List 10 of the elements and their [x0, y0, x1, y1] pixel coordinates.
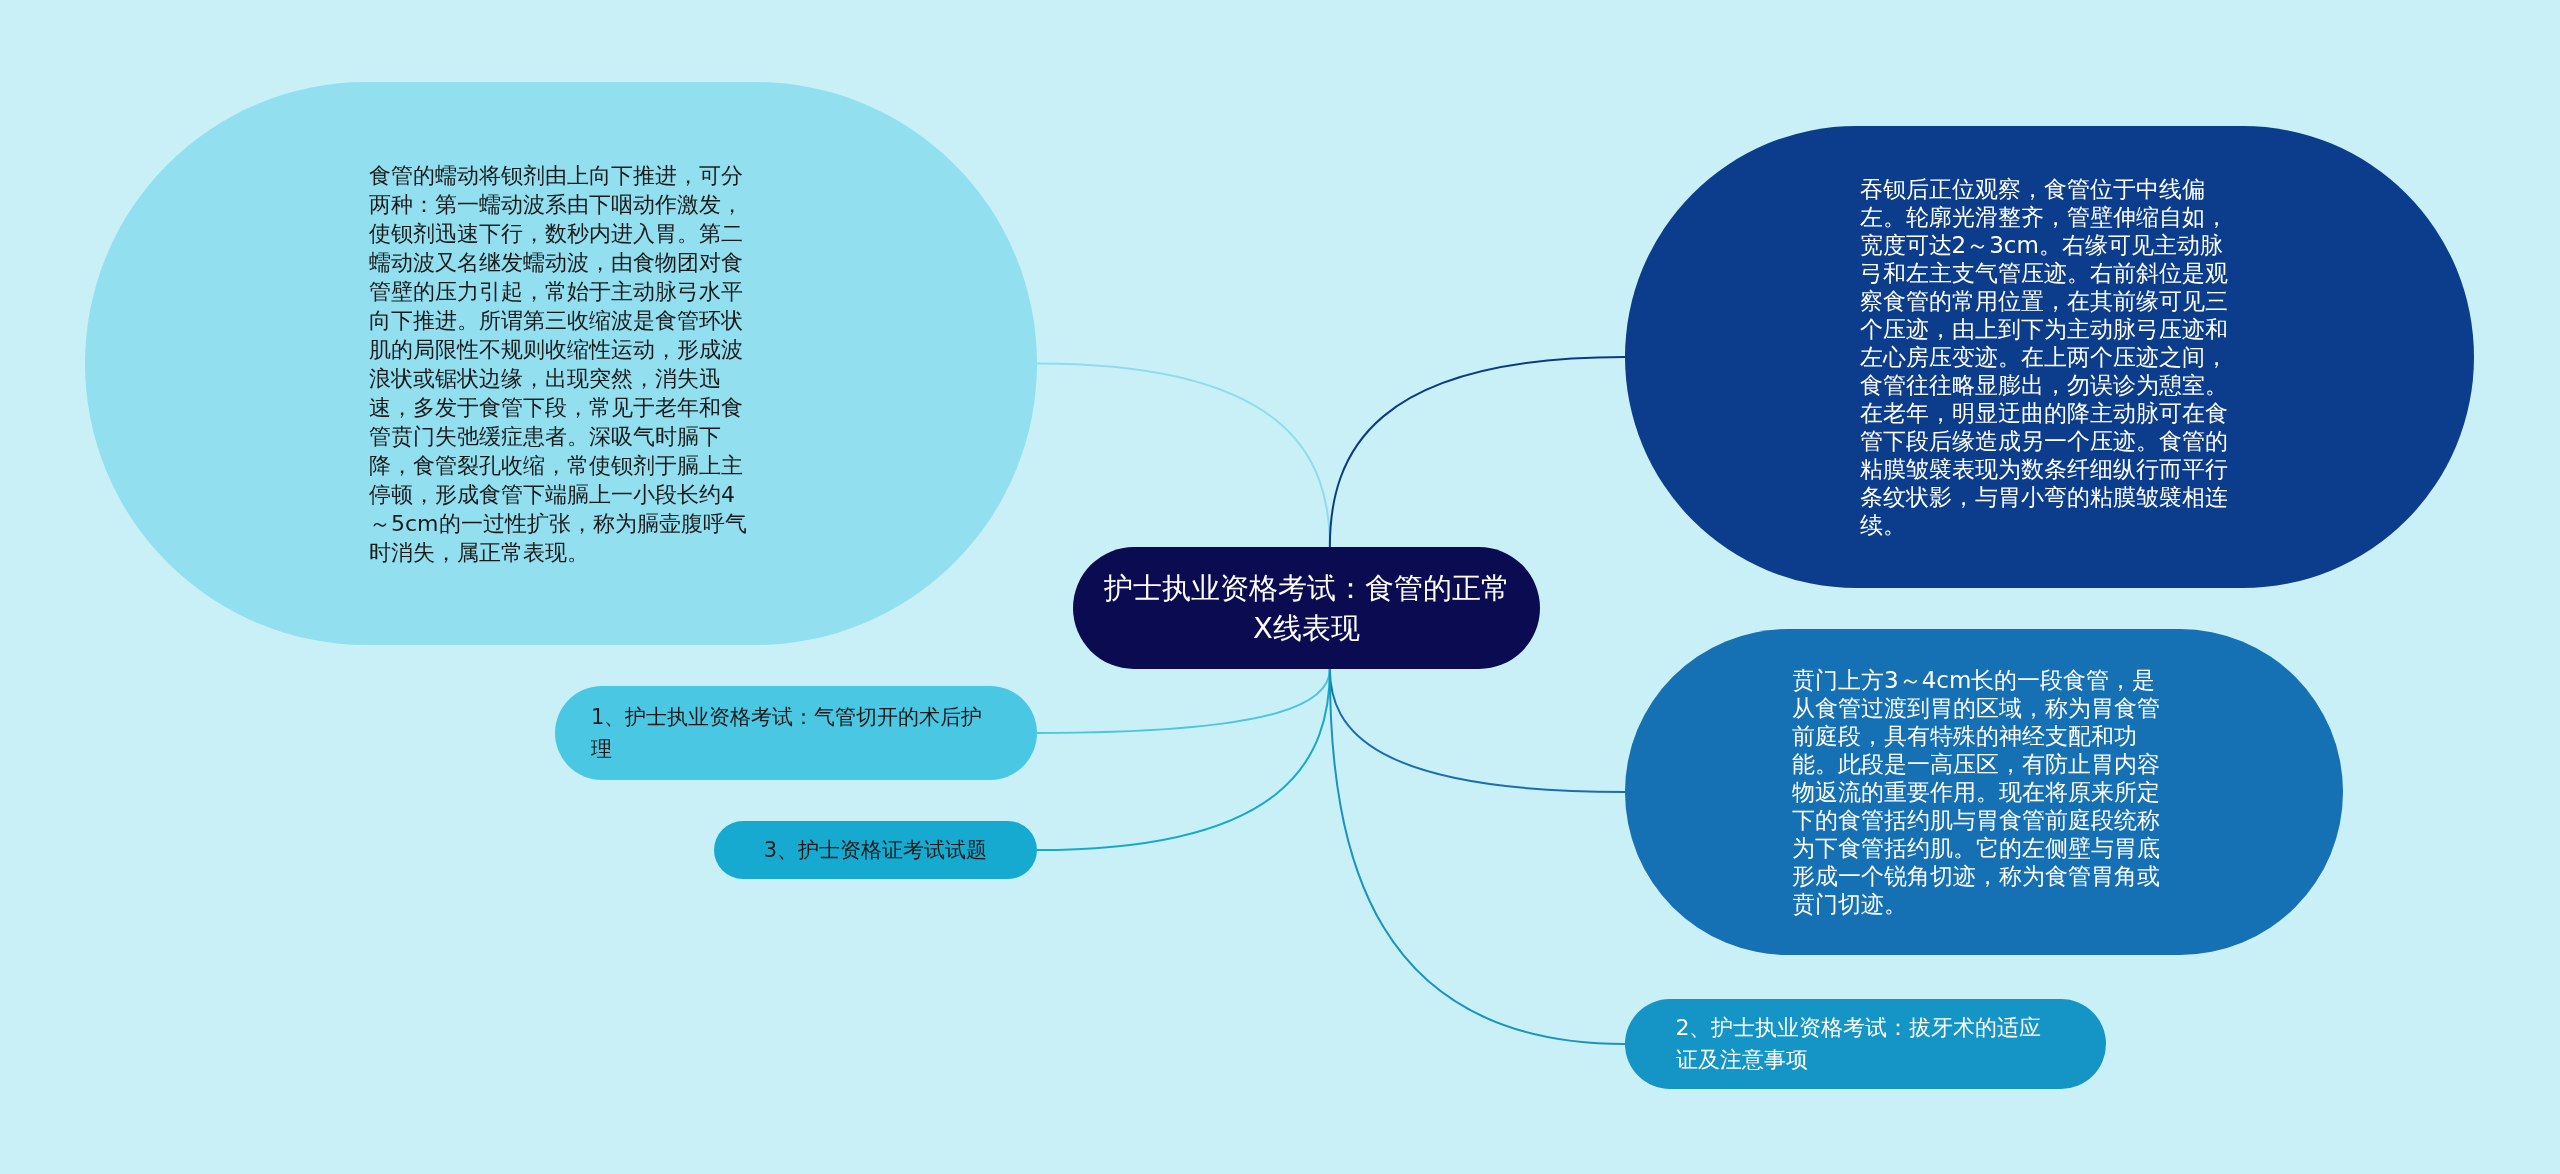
- node-text: 贲门上方3～4cm长的一段食管，是从食管过渡到胃的区域，称为胃食管前庭段，具有特殊的神经支配和功能。此段是一高压区，有防止胃内容物返流的重要作用。现在将原来所定下的食管括约肌与胃食管前庭段统称为下食管括约肌。它的左侧壁与胃底形成一个锐角切迹，称为食管胃角或贲门切迹。: [1792, 666, 2161, 918]
- branch-connector: [1328, 356, 1626, 548]
- node-text: 护士执业资格考试：食管的正常X线表现: [1102, 570, 1511, 647]
- node-text: 吞钡后正位观察，食管位于中线偏左。轮廓光滑整齐，管壁伸缩自如，宽度可达2～3cm。右缘可见主动脉弓和左主支气管压迹。右前斜位是观察食管的常用位置，在其前缘可见三个压迹，由上到下为主动脉弓压迹和左心房压变迹。在上两个压迹之间，食管往往略显膨出，勿误诊为憩室。在老年，明显迂曲的降主动脉可在食管下段后缘造成另一个压迹。食管的粘膜皱襞表现为数条纤细纵行而平行条纹状影，与胃小弯的粘膜皱襞相连续。: [1859, 175, 2229, 539]
- node-text: 1、护士执业资格考试：气管切开的术后护理: [591, 704, 984, 763]
- topic-bubble: [714, 821, 1037, 879]
- node-text: 2、护士执业资格考试：拔牙术的适应证及注意事项: [1675, 1014, 2043, 1074]
- node-text: 3、护士资格证考试试题: [762, 837, 989, 864]
- node-text: 食管的蠕动将钡剂由上向下推进，可分两种：第一蠕动波系由下咽动作激发，使钡剂迅速下行，数秒内进入胃。第二蠕动波又名继发蠕动波，由食物团对食管壁的压力引起，常始于主动脉弓水平向下推进。所谓第三收缩波是食管环状肌的局限性不规则收缩性运动，形成波浪状或锯状边缘，出现突然，消失迅速，多发于食管下段，常见于老年和食管贲门失弛缓症患者。深吸气时膈下降，食管裂孔收缩，常使钡剂于膈上主停顿，形成食管下端膈上一小段长约4～5cm的一过性扩张，称为膈壶腹呼气时消失，属正常表现。: [369, 161, 748, 567]
- branch-connector: [1328, 668, 1626, 1045]
